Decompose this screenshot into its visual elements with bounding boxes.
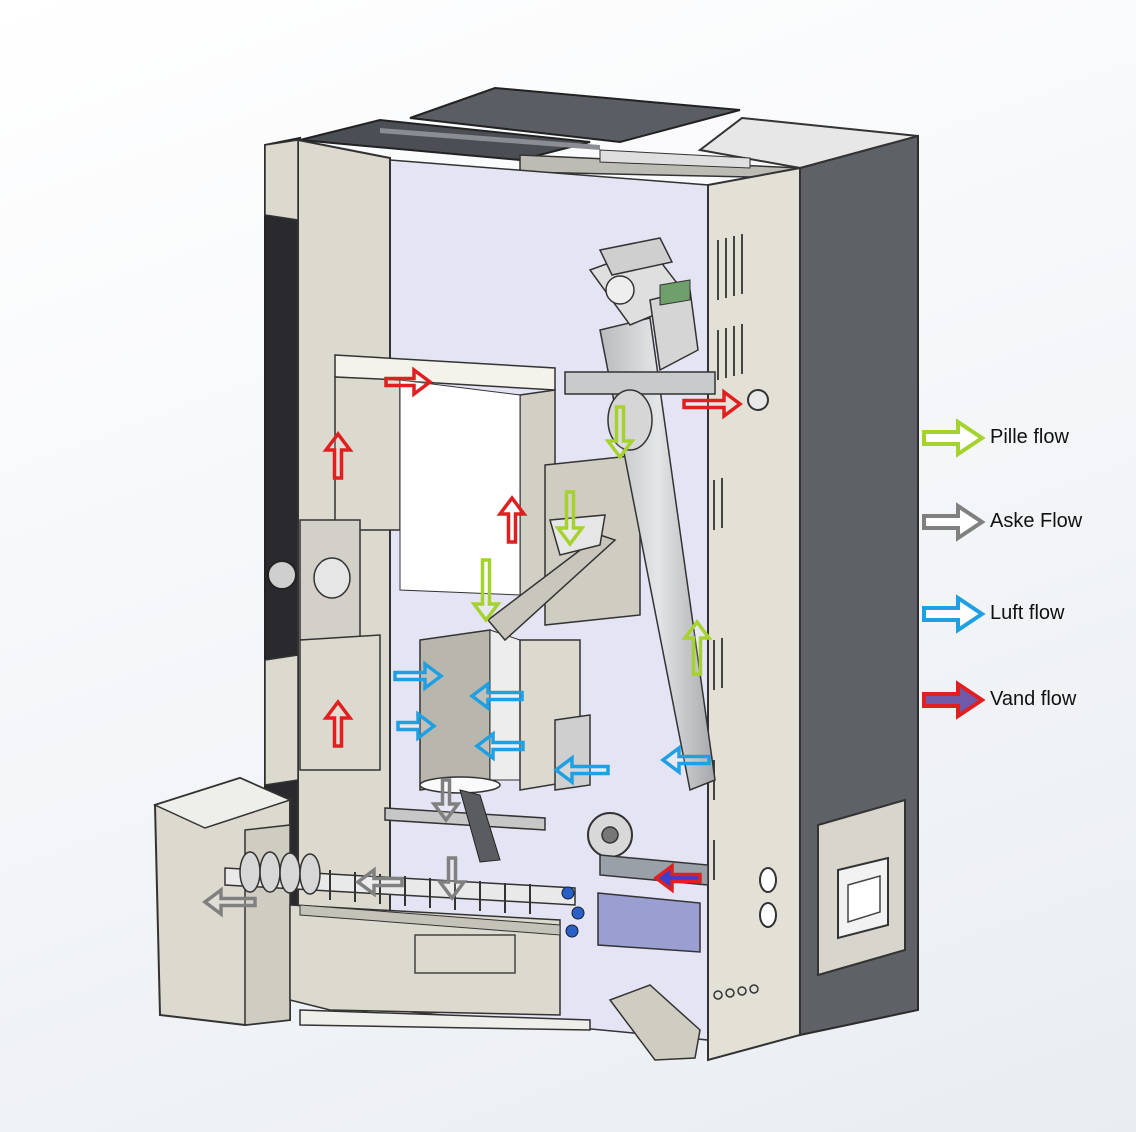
legend: Pille flow Aske Flow Luft flow Vand flow — [918, 416, 1118, 726]
air-arrow-6-icon — [660, 744, 711, 776]
water-arrow-up-left-icon — [322, 431, 354, 480]
air-arrow-icon — [922, 594, 986, 634]
water-arrow-icon — [922, 680, 986, 720]
air-arrow-1-icon — [393, 660, 444, 692]
legend-label-water: Vand flow — [990, 688, 1077, 710]
legend-item-ash: Aske Flow — [918, 502, 1128, 542]
air-arrow-4-icon — [474, 730, 525, 762]
top-cover — [299, 86, 801, 179]
flow-arrows — [202, 366, 743, 918]
ash-arrow-4-icon — [202, 886, 257, 918]
side-panel — [697, 116, 919, 1037]
ash-arrow-2-icon — [436, 856, 468, 901]
right-frame — [707, 166, 801, 1062]
ash-arrow-1-icon — [430, 778, 462, 823]
water-arrow-up-center-icon — [496, 495, 528, 544]
ash-pan — [289, 904, 701, 1061]
legend-item-water: Vand flow — [918, 680, 1128, 720]
air-arrow-2-icon — [396, 710, 437, 742]
legend-item-air: Luft flow — [918, 594, 1128, 634]
water-arrow-top-icon — [384, 366, 433, 398]
legend-label-air: Luft flow — [990, 602, 1065, 624]
pellet-arrow-auger-top-icon — [604, 405, 636, 460]
legend-label-ash: Aske Flow — [990, 510, 1083, 532]
auger-tube — [564, 317, 716, 792]
pellet-arrow-chute-icon — [470, 558, 502, 623]
feed-chute — [486, 534, 617, 642]
ash-arrow-icon — [922, 502, 986, 542]
water-arrow-up-lower-icon — [322, 699, 354, 748]
pellet-arrow-icon — [922, 418, 986, 458]
pellet-arrow-hopper-icon — [554, 490, 586, 547]
ash-drawer — [152, 776, 293, 1027]
left-box — [299, 519, 381, 771]
ash-arrow-3-icon — [355, 866, 404, 898]
pellet-arrow-auger-up-icon — [681, 619, 713, 676]
water-arrow-exit-icon — [682, 388, 743, 420]
legend-item-pellet: Pille flow — [918, 418, 1128, 458]
air-arrow-3-icon — [469, 680, 524, 712]
water-arrow-return-icon — [653, 862, 702, 894]
legend-label-pellet: Pille flow — [990, 426, 1069, 448]
motor-unit — [588, 237, 699, 372]
air-arrow-5-icon — [553, 754, 610, 786]
